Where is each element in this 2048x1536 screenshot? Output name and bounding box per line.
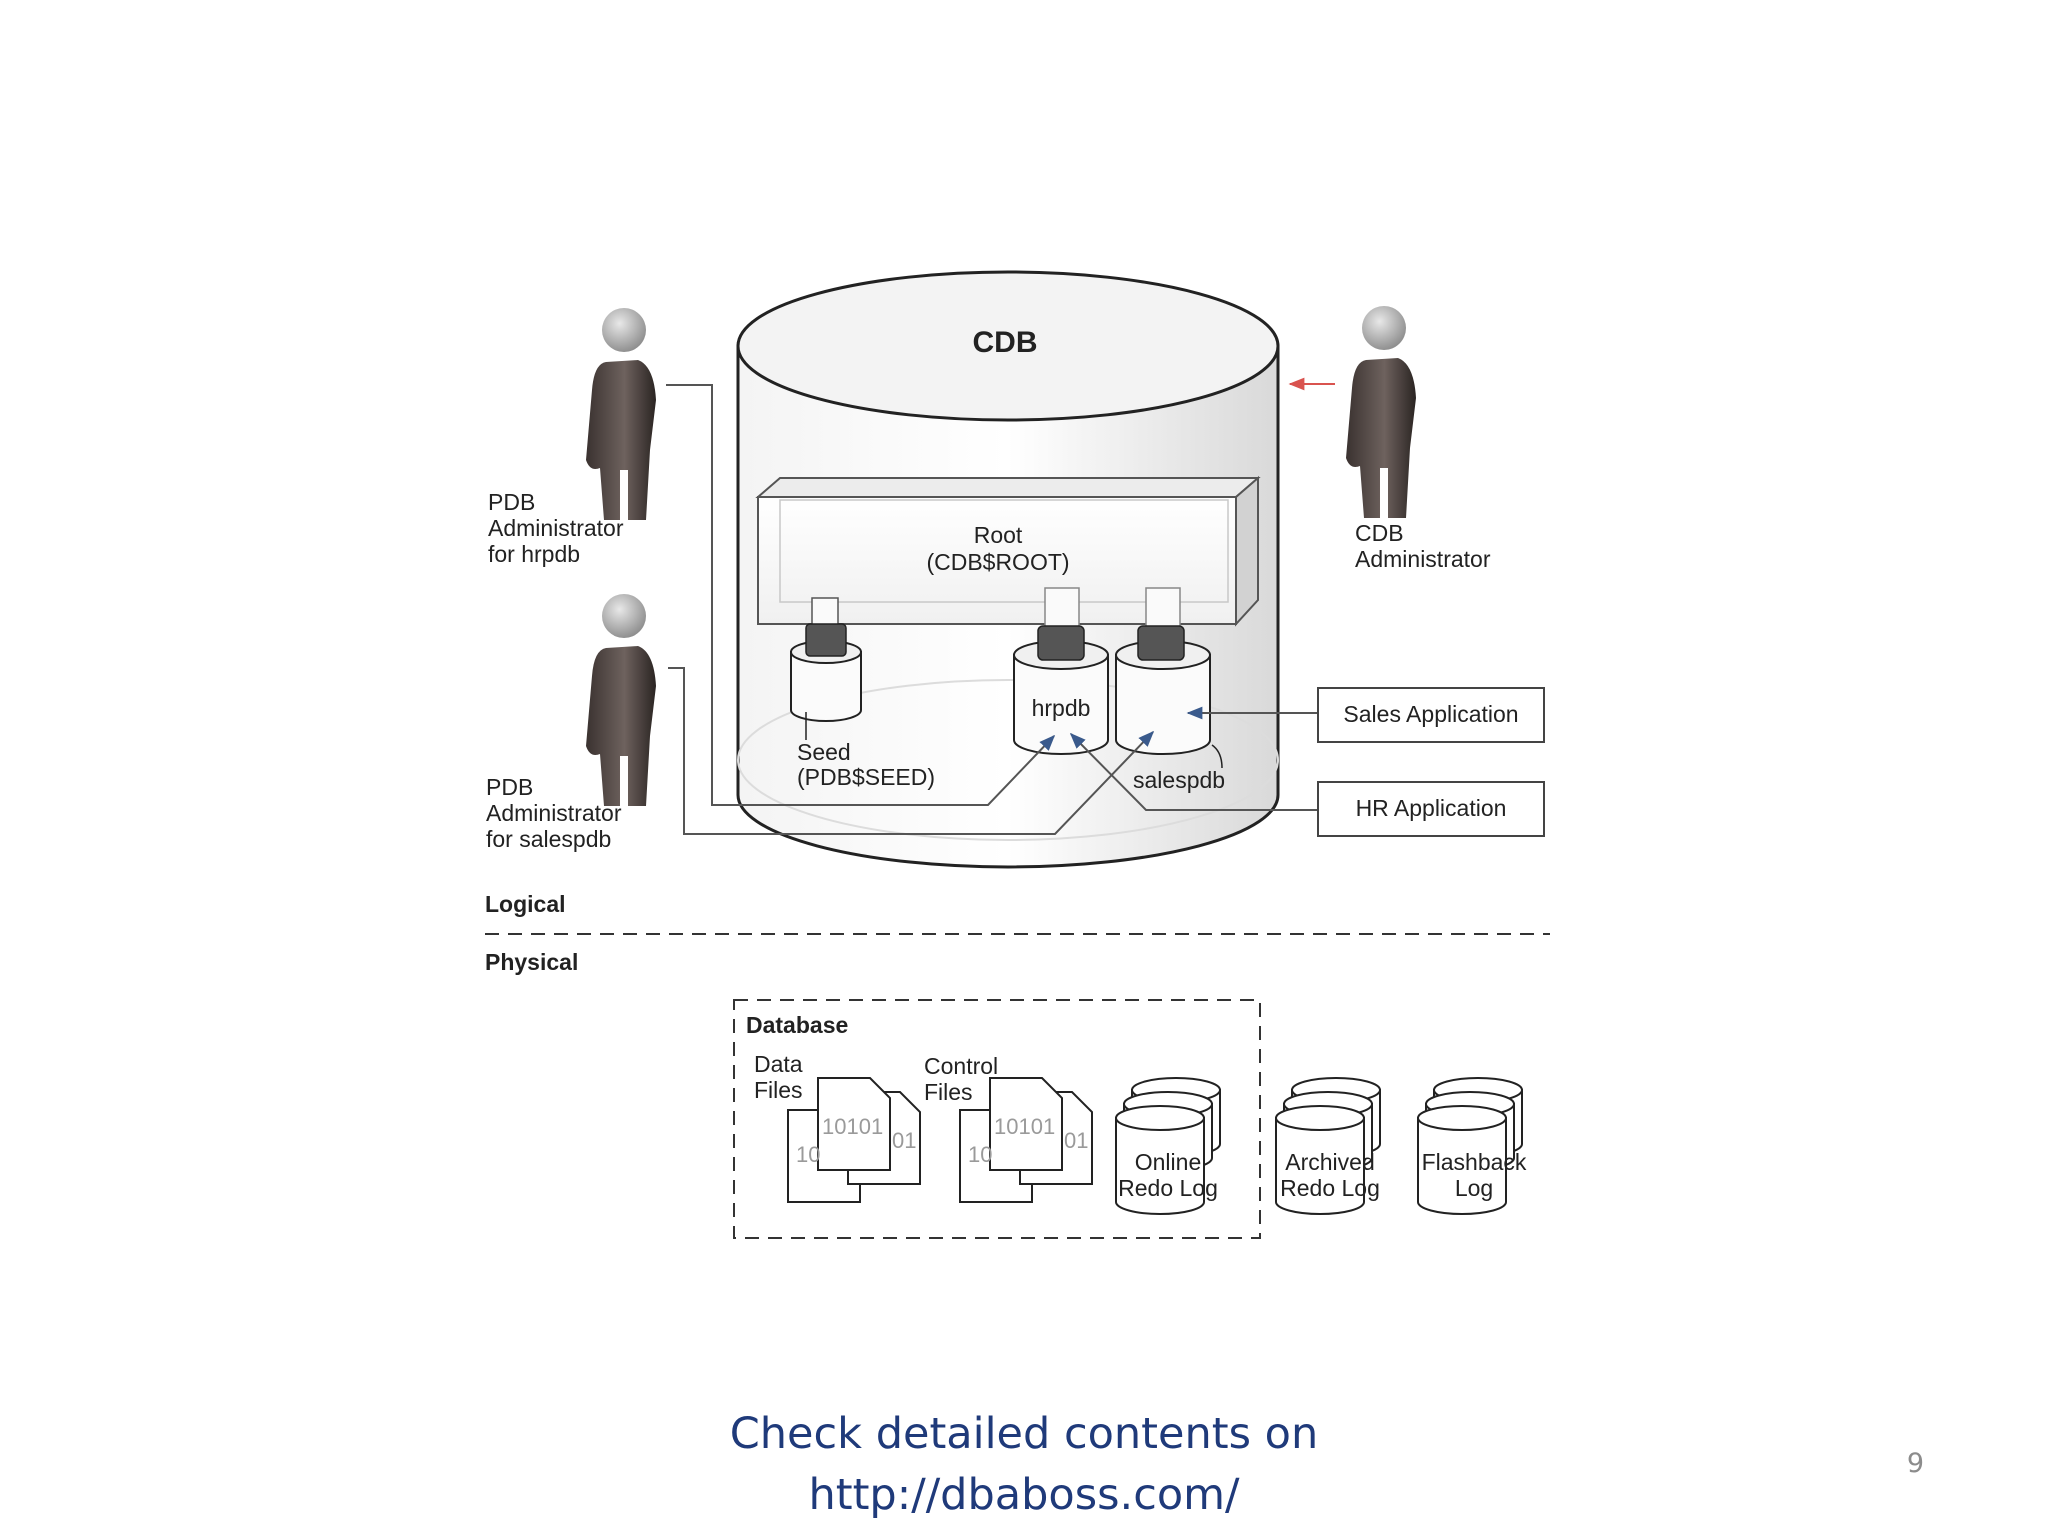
svg-text:Online: Online — [1135, 1149, 1201, 1175]
database-title: Database — [746, 1012, 848, 1038]
data-files-icon: 10 01 10101 — [787, 1077, 921, 1203]
sales-application-label: Sales Application — [1343, 701, 1518, 727]
sales-application-box: Sales Application — [1317, 687, 1545, 743]
connector-lines — [666, 377, 1335, 835]
root-label-line2: (CDB$ROOT) — [926, 549, 1069, 575]
svg-text:10101: 10101 — [822, 1114, 883, 1139]
hrpdb-cylinder: hrpdb — [1013, 587, 1109, 755]
hr-app-connector — [1069, 732, 1318, 811]
cdb-title: CDB — [973, 326, 1038, 359]
svg-text:Redo Log: Redo Log — [1280, 1175, 1380, 1201]
sales-admin-connector — [668, 667, 1155, 835]
root-label-line1: Root — [974, 522, 1023, 548]
svg-text:10: 10 — [968, 1142, 992, 1167]
hrpdb-label: hrpdb — [1032, 695, 1091, 721]
logical-label: Logical — [485, 891, 566, 917]
svg-text:Redo Log: Redo Log — [1118, 1175, 1218, 1201]
footer-link[interactable]: http://dbaboss.com/ — [808, 1470, 1240, 1520]
archived-redo-log-icon: Archived Redo Log — [1275, 1077, 1381, 1215]
physical-label: Physical — [485, 949, 578, 975]
svg-text:Flashback: Flashback — [1422, 1149, 1527, 1175]
cdb-admin-label-1: CDB — [1355, 520, 1404, 546]
hr-application-box: HR Application — [1317, 781, 1545, 837]
hr-application-label: HR Application — [1356, 795, 1507, 821]
data-files-label-1: Data — [754, 1051, 803, 1077]
control-files-label-2: Files — [924, 1079, 973, 1105]
page-number: 9 — [1906, 1448, 1924, 1479]
svg-text:Log: Log — [1455, 1175, 1493, 1201]
cdb-admin-label-2: Administrator — [1355, 546, 1491, 572]
pdb-admin-salespdb-label-2: Administrator — [486, 800, 622, 826]
control-files-icon: 10 01 10101 — [959, 1077, 1093, 1203]
hr-admin-connector — [666, 384, 1056, 806]
flashback-log-icon: Flashback Log — [1417, 1077, 1527, 1215]
seed-pdb-cylinder — [790, 597, 862, 740]
svg-text:01: 01 — [1064, 1128, 1088, 1153]
pdb-admin-salespdb-label-3: for salespdb — [486, 826, 611, 852]
online-redo-log-icon: Online Redo Log — [1115, 1077, 1221, 1215]
svg-text:01: 01 — [892, 1128, 916, 1153]
salespdb-label: salespdb — [1133, 767, 1225, 793]
pdb-admin-hrpdb-label-1: PDB — [488, 489, 535, 515]
pdb-admin-salespdb-icon — [586, 594, 656, 806]
pdb-admin-salespdb-label-1: PDB — [486, 774, 533, 800]
seed-label-line2: (PDB$SEED) — [797, 764, 935, 790]
svg-text:10101: 10101 — [994, 1114, 1055, 1139]
svg-text:Archived: Archived — [1285, 1149, 1374, 1175]
salespdb-cylinder — [1115, 587, 1223, 769]
database-box: Database — [733, 999, 1261, 1239]
pdb-admin-hrpdb-label-3: for hrpdb — [488, 541, 580, 567]
pdb-admin-hrpdb-label-2: Administrator — [488, 515, 624, 541]
data-files-label-2: Files — [754, 1077, 803, 1103]
seed-label-line1: Seed — [797, 739, 851, 765]
footer-line-1: Check detailed contents on — [729, 1409, 1319, 1459]
pdb-admin-hrpdb-icon — [586, 308, 656, 520]
footer-note: Check detailed contents on http://dbabos… — [0, 1404, 2048, 1526]
svg-text:10: 10 — [796, 1142, 820, 1167]
control-files-label-1: Control — [924, 1053, 998, 1079]
cdb-admin-icon — [1346, 306, 1416, 518]
